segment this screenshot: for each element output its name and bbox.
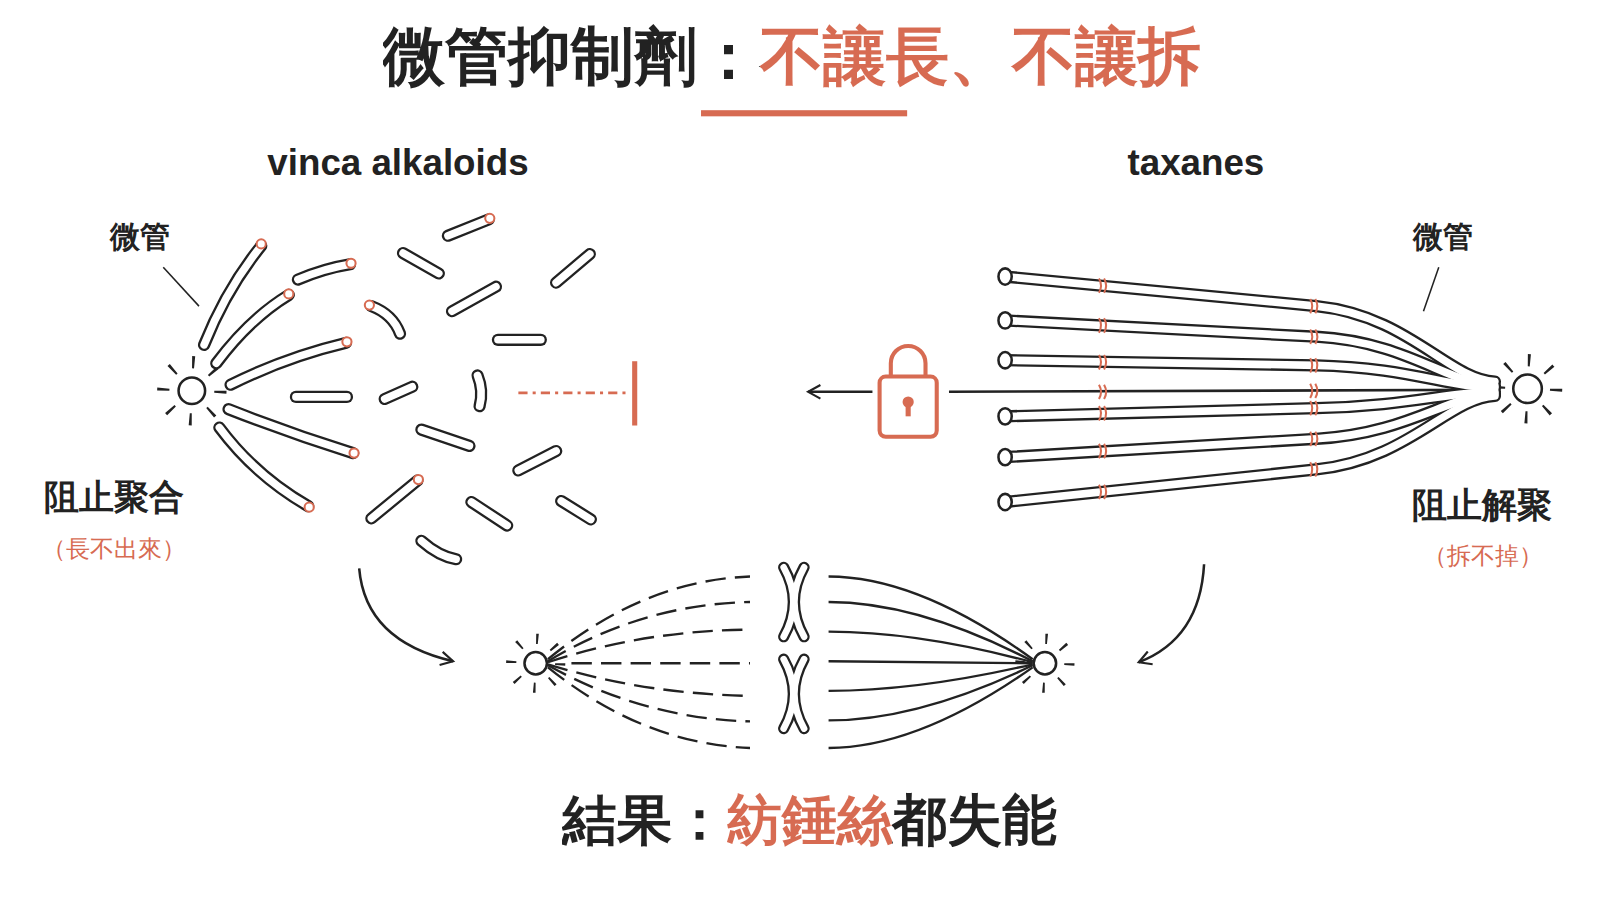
microtubule-inner	[204, 219, 591, 559]
plus-end	[305, 503, 314, 512]
stabilizer-mark	[1310, 299, 1317, 313]
tube-end	[998, 449, 1011, 465]
stabilizer-mark	[1099, 385, 1106, 399]
spindle-fiber	[829, 661, 1033, 663]
centrosome-rays	[163, 362, 220, 419]
tube-end	[998, 408, 1011, 424]
lock-body	[880, 377, 937, 437]
stabilizer-mark	[1310, 384, 1317, 398]
chromosome	[784, 567, 804, 636]
mechanism-label: 阻止解聚	[1412, 486, 1552, 526]
broken-spindle-fibers	[548, 577, 750, 748]
diagram-title: 微管抑制劑：不讓長、不讓拆	[382, 20, 1201, 93]
stabilizer-mark	[1099, 444, 1106, 458]
block-bar	[632, 361, 637, 425]
centrosome	[1034, 652, 1056, 674]
plus-end	[346, 259, 355, 268]
leader-line	[163, 267, 199, 306]
centrosome-rays	[1020, 639, 1069, 688]
microtubule-outline	[204, 219, 591, 559]
spindle-fiber	[548, 577, 750, 660]
lock-shackle	[891, 346, 926, 379]
chromosome	[784, 659, 804, 728]
lock-arrow	[808, 391, 872, 394]
part-label: 微管	[1413, 220, 1473, 254]
tube-end	[998, 352, 1011, 368]
part-label: 微管	[110, 220, 170, 254]
centrosome	[179, 378, 206, 405]
tube-end	[998, 312, 1011, 328]
plus-end	[485, 214, 494, 223]
leader-line	[1423, 267, 1438, 311]
plus-end	[414, 475, 423, 484]
plus-end	[342, 337, 351, 346]
stabilizer-mark	[1310, 401, 1317, 415]
spindle-fiber	[548, 630, 750, 663]
rigid-spindle-fibers	[829, 577, 1033, 748]
plus-end-marks	[257, 214, 495, 512]
drug-class-heading: taxanes	[1128, 142, 1265, 184]
spindle-fiber	[548, 667, 750, 748]
centrosome	[524, 652, 546, 674]
tube-end	[998, 268, 1011, 284]
drug-class-heading: vinca alkaloids	[267, 142, 528, 184]
stabilizer-mark	[1099, 279, 1106, 293]
spindle-fiber	[548, 665, 750, 721]
plus-end	[284, 289, 293, 298]
plus-end	[349, 448, 358, 457]
microtubule-inner	[1005, 277, 1495, 503]
mechanism-label: 阻止聚合	[44, 478, 184, 518]
centrosome-rays	[511, 639, 560, 688]
plus-end	[257, 239, 266, 248]
stabilizer-mark	[1310, 432, 1317, 446]
stabilizer-mark	[1099, 485, 1106, 499]
tube-end	[998, 494, 1011, 510]
spindle-fiber	[829, 665, 1033, 720]
result-caption: 結果：紡錘絲都失能	[562, 790, 1057, 853]
spindle-fiber	[571, 662, 750, 664]
mechanism-note: （拆不掉）	[1423, 542, 1543, 570]
stabilizer-marks	[1099, 279, 1317, 499]
flow-arrow	[1139, 564, 1204, 662]
chromosome	[784, 659, 804, 728]
stabilizer-mark	[1310, 330, 1317, 344]
stabilizer-mark	[1099, 318, 1106, 332]
stabilizer-mark	[1310, 358, 1317, 372]
flow-arrow	[359, 568, 453, 661]
blocked-line	[518, 392, 630, 395]
spindle-fiber	[829, 667, 1033, 748]
plus-end	[365, 301, 374, 310]
microtubule-outline	[1005, 277, 1495, 503]
center-line	[949, 390, 1500, 392]
centrosome	[1513, 374, 1542, 403]
tube-ends	[998, 268, 1011, 510]
spindle-fiber	[829, 632, 1033, 663]
stabilizer-mark	[1310, 462, 1317, 476]
centrosome-rays	[1499, 360, 1556, 417]
keyhole	[906, 404, 911, 416]
chromosome	[784, 567, 804, 636]
mechanism-note: （長不出來）	[42, 535, 186, 563]
stabilizer-mark	[1099, 355, 1106, 369]
stabilizer-mark	[1099, 406, 1106, 420]
title-underline	[701, 110, 907, 116]
